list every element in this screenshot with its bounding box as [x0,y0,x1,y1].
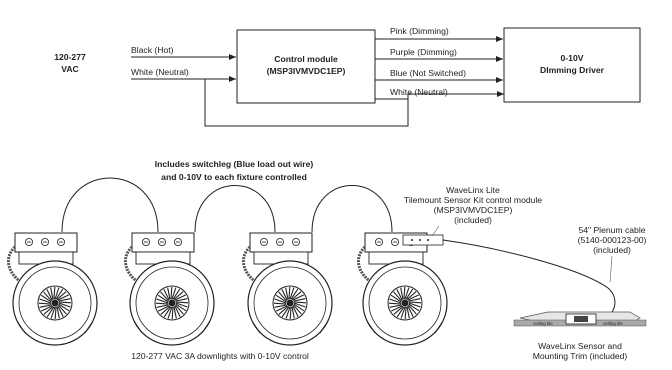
label-white-neutral-in: White (Neutral) [131,67,189,77]
ceiling-tile-right-label: ceiling tile [603,321,623,326]
cable-label-3: (included) [593,245,631,255]
kit-leader-line [431,225,440,237]
kit-label-4: (included) [454,215,492,225]
trim-inner-ring [368,266,442,340]
note-line-1: Includes switchleg (Blue load out wire) [155,159,314,169]
heatsink-hub [168,299,176,307]
downlight-fixture-3 [241,232,333,346]
cable-arch-2 [194,185,276,233]
mounting-clip [84,320,94,334]
driver-title: 0-10V [561,53,584,63]
flex-conduit [6,245,22,284]
mounting-clip [16,320,26,334]
source-voltage-line1: 120-277 [54,52,86,62]
plenum-cable [442,239,616,319]
kit-label-3: (MSP3IVMVDC1EP) [434,205,513,215]
label-blue-not-switched: Blue (Not Switched) [390,68,466,78]
cable-arch-3 [311,185,393,233]
mounting-clip [434,320,444,334]
downlight-fixture-2 [123,232,215,346]
mounting-clip [366,320,376,334]
flex-conduit [356,245,372,284]
trim-inner-ring [253,266,327,340]
downlight-fixture-1 [6,232,98,346]
kit-label-1: WaveLinx Lite [446,185,500,195]
note-line-2: and 0-10V to each fixture controlled [161,172,307,182]
sensor-lens [574,316,588,322]
heatsink-hub [401,299,409,307]
cable-label-1: 54" Plenum cable [578,225,645,235]
label-black-hot: Black (Hot) [131,45,174,55]
ceiling-tile-left-label: ceiling tile [533,321,553,326]
mounting-clip [133,320,143,334]
label-purple-dimming: Purple (Dimming) [390,47,457,57]
dimming-driver-box [503,27,641,103]
trim-inner-ring [135,266,209,340]
control-module-title: Control module [274,54,338,64]
heatsink-hub [286,299,294,307]
downlights-caption: 120-277 VAC 3A downlights with 0-10V con… [131,351,309,361]
driver-subtitle: DImming Driver [540,65,605,75]
cable-arch-1 [61,177,159,233]
tilemount-control-module [402,234,444,246]
control-module-box [236,29,376,104]
label-white-neutral-out: White (Neutral) [390,87,448,97]
control-module-part: (MSP3IVMVDC1EP) [267,66,346,76]
downlight-fixtures [6,232,448,346]
sensor-label-1: WaveLinx Sensor and [538,341,622,351]
cable-label-2: (5140-000123-00) [578,235,647,245]
cable-leader-line [609,255,613,283]
heatsink-hub [51,299,59,307]
sensor-label-2: Mounting Trim (included) [533,351,628,361]
mounting-clip [201,320,211,334]
mounting-clip [319,320,329,334]
label-pink-dimming: Pink (Dimming) [390,26,449,36]
flex-conduit [241,245,257,284]
kit-label-2: Tilemount Sensor Kit control module [404,195,542,205]
source-voltage-line2: VAC [61,64,79,74]
mounting-clip [251,320,261,334]
flex-conduit [123,245,139,284]
trim-inner-ring [18,266,92,340]
downlight-fixture-4 [356,232,448,346]
wire-neutral-bypass [204,79,504,127]
